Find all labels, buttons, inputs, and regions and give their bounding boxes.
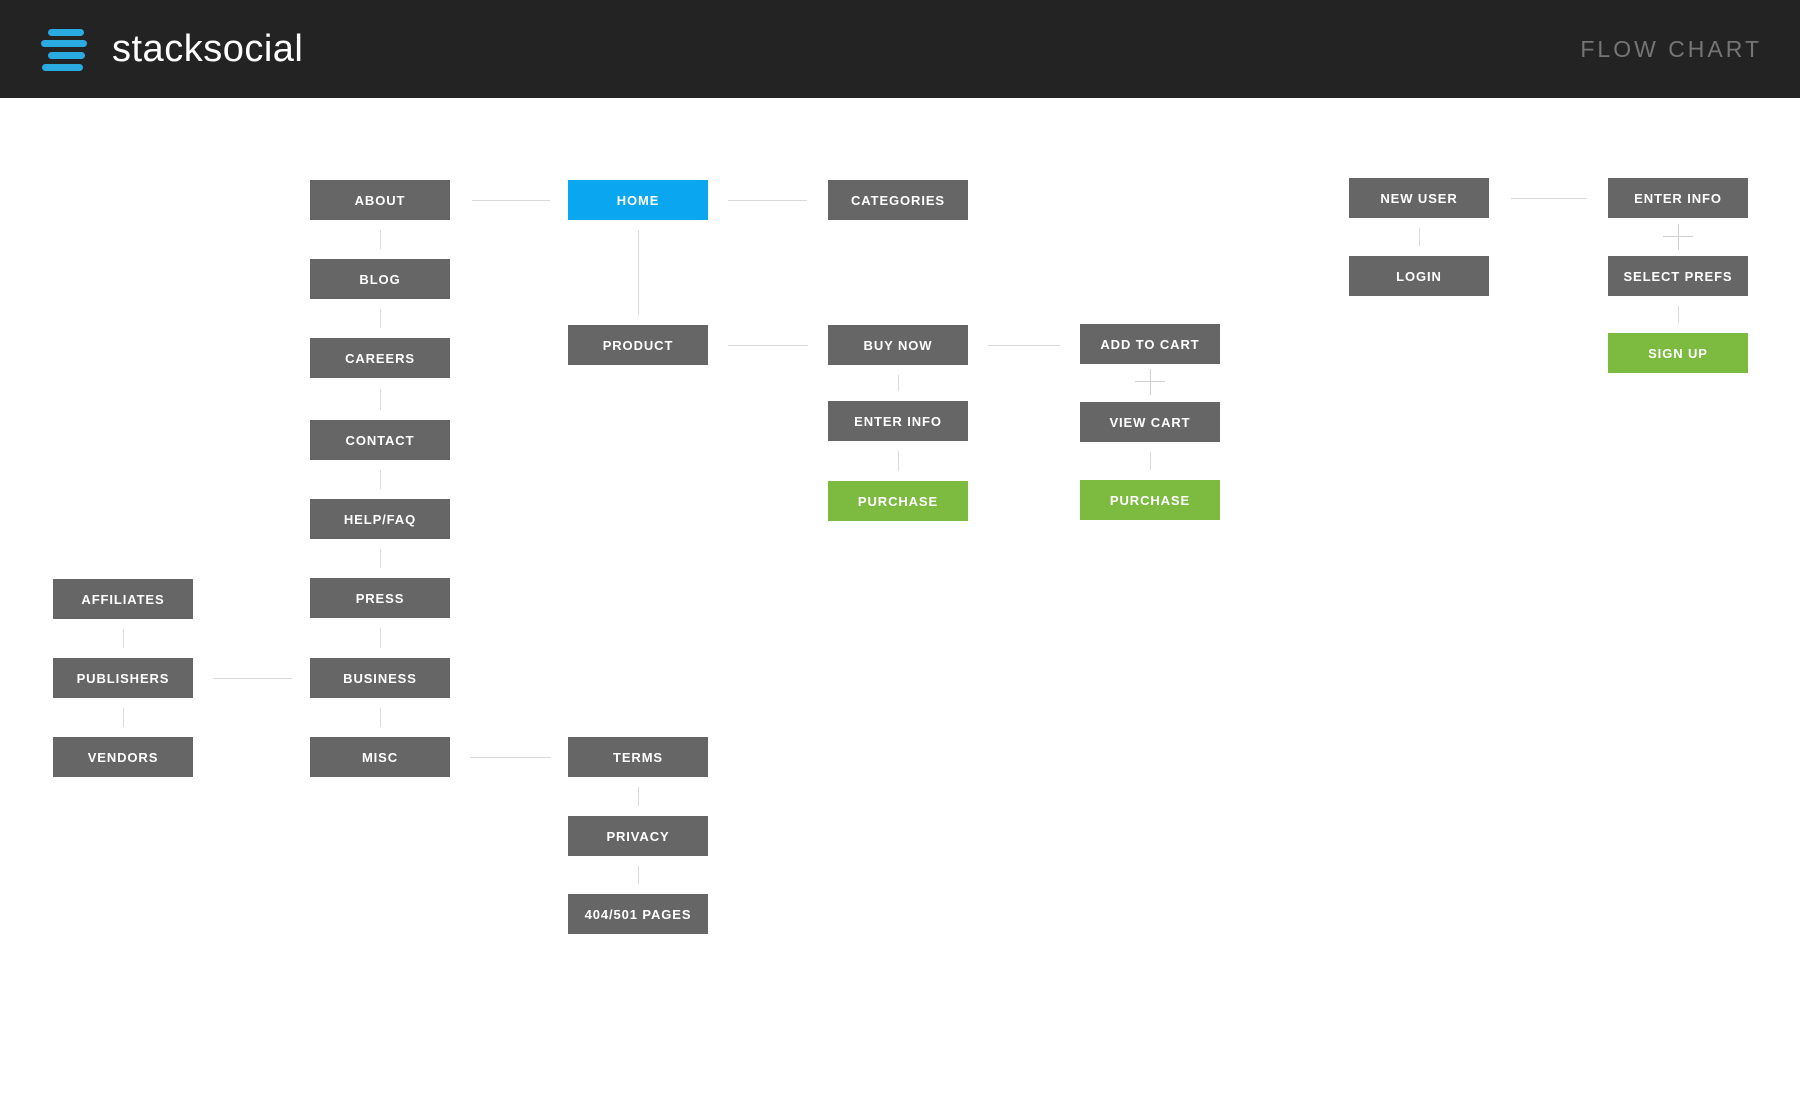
- connector-misc-terms: [470, 757, 551, 758]
- node-product[interactable]: PRODUCT: [568, 325, 708, 365]
- connector-terms-privacy: [638, 787, 639, 806]
- node-buy-now[interactable]: BUY NOW: [828, 325, 968, 365]
- connector-press-business: [380, 628, 381, 648]
- connector-buy-now-add-to-cart: [988, 345, 1060, 346]
- node-sign-up[interactable]: SIGN UP: [1608, 333, 1748, 373]
- node-label: CONTACT: [345, 432, 415, 448]
- node-affiliates[interactable]: AFFILIATES: [53, 579, 193, 619]
- connector-publishers-business: [213, 678, 292, 679]
- node-careers[interactable]: CAREERS: [310, 338, 450, 378]
- node-label: ENTER INFO: [854, 413, 942, 429]
- stacksocial-logo-icon[interactable]: [41, 29, 87, 72]
- node-label: AFFILIATES: [81, 591, 165, 607]
- connector-enter-info-purchase: [898, 451, 899, 471]
- node-view-cart[interactable]: VIEW CART: [1080, 402, 1220, 442]
- connector-publishers-vendors: [123, 708, 124, 727]
- connector-business-misc: [380, 708, 381, 727]
- node-business[interactable]: BUSINESS: [310, 658, 450, 698]
- connector-view-cart-purchase: [1150, 452, 1151, 470]
- node-purchase-cart[interactable]: PURCHASE: [1080, 480, 1220, 520]
- node-terms[interactable]: TERMS: [568, 737, 708, 777]
- connector-about-blog: [380, 230, 381, 249]
- node-label: PRIVACY: [606, 828, 670, 844]
- brand-name: stacksocial: [112, 28, 304, 70]
- node-label: BLOG: [359, 271, 401, 287]
- node-label: NEW USER: [1380, 190, 1458, 206]
- node-blog[interactable]: BLOG: [310, 259, 450, 299]
- connector-buy-now-enter-info: [898, 375, 899, 391]
- node-label: PURCHASE: [1109, 492, 1191, 508]
- node-label: PUBLISHERS: [76, 670, 170, 686]
- node-publishers[interactable]: PUBLISHERS: [53, 658, 193, 698]
- connector-blog-careers: [380, 309, 381, 328]
- node-label: ENTER INFO: [1634, 190, 1722, 206]
- node-404-501-pages[interactable]: 404/501 PAGES: [568, 894, 708, 934]
- node-enter-info-signup[interactable]: ENTER INFO: [1608, 178, 1748, 218]
- connector-careers-contact: [380, 389, 381, 410]
- node-label: 404/501 PAGES: [584, 906, 692, 922]
- connector-affiliates-publishers: [123, 629, 124, 648]
- node-label: SIGN UP: [1648, 345, 1708, 361]
- page-title: FLOW CHART: [1580, 36, 1762, 62]
- node-label: HOME: [616, 192, 660, 208]
- node-label: PURCHASE: [857, 493, 939, 509]
- connector-help-faq-press: [380, 549, 381, 568]
- node-misc[interactable]: MISC: [310, 737, 450, 777]
- connector-home-product: [638, 230, 639, 315]
- node-vendors[interactable]: VENDORS: [53, 737, 193, 777]
- node-label: TERMS: [613, 749, 663, 765]
- node-label: LOGIN: [1396, 268, 1442, 284]
- node-label: BUY NOW: [863, 337, 933, 353]
- node-press[interactable]: PRESS: [310, 578, 450, 618]
- header-bar: stacksocial FLOW CHART: [0, 0, 1800, 98]
- connector-home-categories: [728, 200, 807, 201]
- node-enter-info-buy[interactable]: ENTER INFO: [828, 401, 968, 441]
- connector-privacy-404: [638, 866, 639, 884]
- node-label: PRODUCT: [602, 337, 674, 353]
- connector-new-user-login: [1419, 228, 1420, 246]
- node-about[interactable]: ABOUT: [310, 180, 450, 220]
- node-label: SELECT PREFS: [1623, 268, 1733, 284]
- node-label: VIEW CART: [1109, 414, 1191, 430]
- node-privacy[interactable]: PRIVACY: [568, 816, 708, 856]
- node-new-user[interactable]: NEW USER: [1349, 178, 1489, 218]
- node-label: HELP/FAQ: [343, 511, 417, 527]
- connector-about-home: [472, 200, 550, 201]
- connector-product-buy-now: [728, 345, 808, 346]
- node-purchase-buy[interactable]: PURCHASE: [828, 481, 968, 521]
- node-label: BUSINESS: [343, 670, 417, 686]
- node-contact[interactable]: CONTACT: [310, 420, 450, 460]
- plus-icon-enter-info-select-prefs: [1663, 224, 1693, 250]
- node-label: CATEGORIES: [851, 192, 945, 208]
- node-label: ADD TO CART: [1100, 336, 1200, 352]
- connector-new-user-enter-info: [1511, 198, 1587, 199]
- node-add-to-cart[interactable]: ADD TO CART: [1080, 324, 1220, 364]
- node-label: MISC: [361, 749, 399, 765]
- plus-icon-add-to-cart-view-cart: [1135, 369, 1165, 395]
- connector-select-prefs-sign-up: [1678, 306, 1679, 323]
- node-login[interactable]: LOGIN: [1349, 256, 1489, 296]
- node-label: VENDORS: [87, 749, 159, 765]
- node-label: PRESS: [355, 590, 405, 606]
- node-label: ABOUT: [354, 192, 406, 208]
- connector-contact-help-faq: [380, 470, 381, 489]
- node-help-faq[interactable]: HELP/FAQ: [310, 499, 450, 539]
- node-categories[interactable]: CATEGORIES: [828, 180, 968, 220]
- node-label: CAREERS: [345, 350, 415, 366]
- node-home[interactable]: HOME: [568, 180, 708, 220]
- node-select-prefs[interactable]: SELECT PREFS: [1608, 256, 1748, 296]
